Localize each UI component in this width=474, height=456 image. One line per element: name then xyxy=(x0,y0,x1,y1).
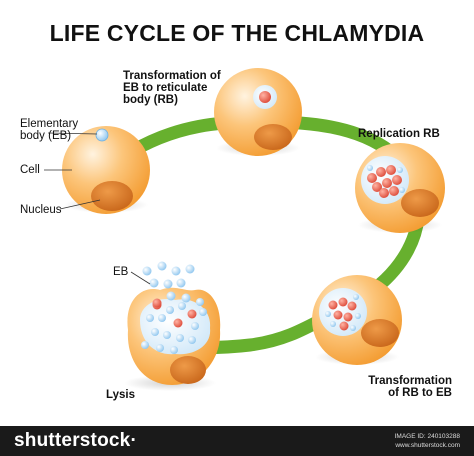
label-nucleus: Nucleus xyxy=(20,204,62,216)
footer-bar: shutterstock· IMAGE ID: 240103288 www.sh… xyxy=(0,426,474,456)
cell-eb-to-rb xyxy=(214,68,302,156)
label-transformation-eb-rb: Transformation of EB to reticulate body … xyxy=(123,70,221,106)
released-eb-leader xyxy=(130,271,151,285)
label-eb: EB xyxy=(113,266,129,278)
image-id: IMAGE ID: 240103288 www.shutterstock.com xyxy=(394,433,460,449)
eb-leader xyxy=(47,132,98,135)
label-replication-rb: Replication RB xyxy=(358,128,440,140)
label-cell: Cell xyxy=(20,164,40,176)
nucleus-leader xyxy=(59,199,101,210)
shutterstock-logo: shutterstock· xyxy=(14,430,137,451)
label-transformation-rb-eb: Transformation of RB to EB xyxy=(368,375,452,399)
cell-replication xyxy=(355,143,445,233)
infected-cell xyxy=(62,126,150,214)
elementary-body-marker xyxy=(95,128,109,142)
label-elementary-body: Elementary body (EB) xyxy=(20,118,79,142)
cell-rb-to-eb xyxy=(312,275,402,365)
label-lysis: Lysis xyxy=(106,389,135,401)
cell-1-nucleus xyxy=(91,181,133,211)
cell-lysis xyxy=(124,287,221,391)
life-cycle-illustration xyxy=(44,68,445,391)
released-ebs xyxy=(142,261,195,308)
page-title: LIFE CYCLE OF THE CHLAMYDIA xyxy=(49,20,425,46)
